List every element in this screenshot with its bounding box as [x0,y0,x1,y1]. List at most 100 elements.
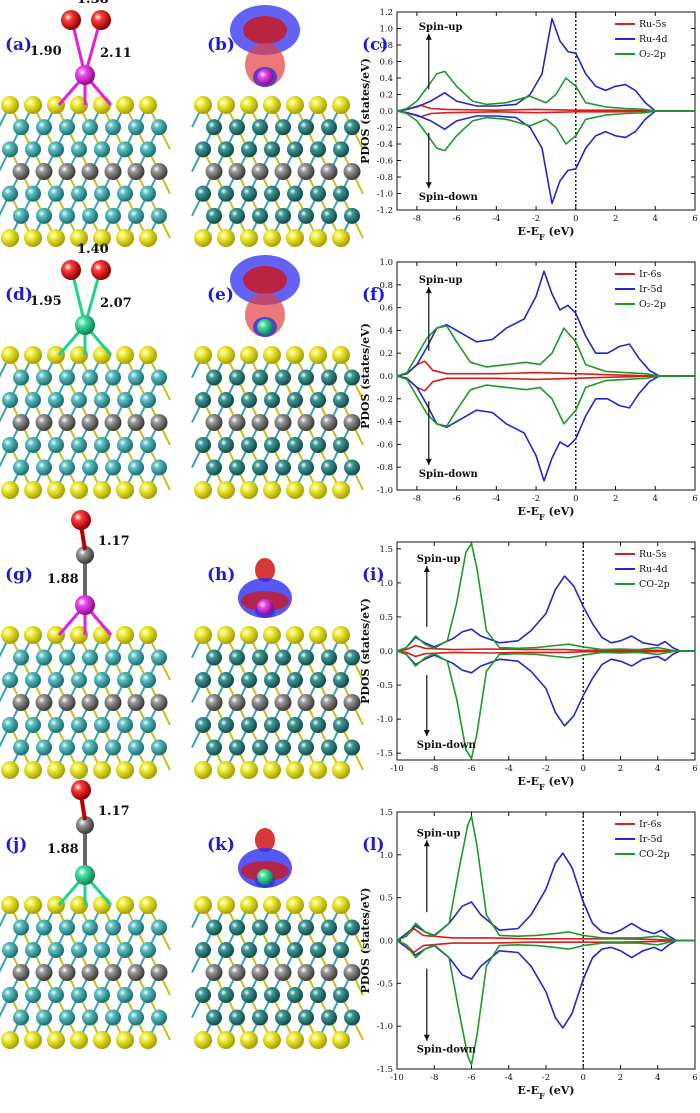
x-tick-label: -6 [452,494,460,504]
x-tick-label: -2 [532,214,540,224]
y-tick-label: -0.6 [377,440,393,450]
y-tick-label: 0.5 [379,894,393,904]
oxygen-atom [71,510,91,530]
x-tick-label: -8 [430,1073,438,1083]
accumulation-isosurface [255,828,275,852]
y-axis-title: PDOS (states/eV) [359,598,372,704]
oxygen-atom [61,260,81,280]
series-line-spin-up [396,927,695,942]
spin-down-arrowhead [423,730,430,737]
y-tick-label: -0.4 [377,140,393,150]
spin-down-arrowhead [425,182,432,189]
series-line-spin-down [396,650,695,760]
panel-label-f: (f) [362,285,385,305]
spin-up-arrowhead [425,287,432,294]
metal-atom [75,595,95,615]
legend-label: Ru-4d [639,564,668,575]
x-tick-label: -8 [413,214,421,224]
x-tick-label: 2 [618,764,623,774]
series-line-spin-up [396,644,695,652]
series-line-spin-up [396,852,695,942]
y-axis-title: PDOS (states/eV) [359,888,372,994]
metal-atom [75,315,95,335]
charge-density-3: (h) [191,558,364,779]
y-tick-label: 1.0 [379,579,393,589]
spin-down-label: Spin-down [417,740,477,751]
y-tick-label: -0.5 [377,979,393,989]
metal-atom [257,599,273,615]
spin-down-arrowhead [423,1034,430,1041]
x-tick-label: -4 [505,1073,513,1083]
y-tick-label: 0.0 [379,372,393,382]
legend-label: Ru-5s [639,549,667,560]
oxygen-atom [91,10,111,30]
y-tick-label: -0.2 [377,395,393,405]
panel-label-g: (g) [5,565,33,585]
y-tick-label: 1.5 [379,808,393,818]
spin-down-label: Spin-down [419,192,479,203]
y-tick-label: 0.0 [379,937,393,947]
y-tick-label: -0.6 [377,157,393,167]
panel-label-d: (d) [5,285,33,305]
y-tick-label: 0.4 [379,326,393,336]
y-tick-label: -0.2 [377,124,393,134]
accumulation-isosurface [243,16,287,44]
series-line-spin-up [396,17,695,112]
bond-length-label: 1.17 [98,534,130,549]
accumulation-isosurface [255,558,275,582]
x-tick-label: 2 [613,214,618,224]
y-tick-label: -0.8 [377,173,393,183]
legend-label: O₂-2p [639,49,666,60]
x-tick-label: -6 [467,1073,475,1083]
x-tick-label: -8 [430,764,438,774]
x-tick-label: 6 [692,764,697,774]
series-line-spin-up [396,815,695,942]
y-tick-label: -1.0 [377,190,393,200]
y-tick-label: -0.8 [377,463,393,473]
panel-label-b: (b) [207,35,235,55]
oxygen-atom [71,780,91,800]
x-tick-label: 0 [581,1073,586,1083]
y-tick-label: 1.5 [379,545,393,555]
panel-label-c: (c) [362,35,388,55]
panel-label-h: (h) [207,565,235,585]
series-line-spin-down [396,375,695,482]
x-axis-title: E-EF (eV) [517,225,574,242]
x-tick-label: 6 [692,494,697,504]
structure-4: 1.171.88(j) [0,780,171,1049]
bond-length-label: 1.40 [77,242,109,257]
charge-density-1: (b) [191,5,364,247]
oxygen-atom [91,260,111,280]
legend-label: CO-2p [639,849,670,860]
y-tick-label: 1.2 [379,8,393,18]
metal-atom [257,869,273,885]
x-tick-label: 6 [692,1073,697,1083]
x-tick-label: -6 [467,764,475,774]
y-tick-label: 1.0 [379,851,393,861]
x-tick-label: 0 [573,214,578,224]
x-tick-label: 2 [613,494,618,504]
bond-length-label: 2.11 [100,46,132,61]
y-axis-title: PDOS (states/eV) [359,323,372,429]
series-line-spin-down [396,110,695,152]
bond-length-label: 1.38 [77,0,109,7]
x-tick-label: -6 [452,214,460,224]
x-tick-label: -2 [542,764,550,774]
spin-up-arrowhead [425,33,432,40]
bond-length-label: 1.88 [47,572,79,587]
x-tick-label: -8 [413,494,421,504]
charge-density-4: (k) [191,828,364,1049]
series-line-spin-down [396,939,695,1066]
panel-label-i: (i) [362,565,385,585]
panel-label-j: (j) [5,835,27,855]
panel-label-e: (e) [207,285,234,305]
spin-up-label: Spin-up [417,554,461,565]
carbon-atom [76,546,94,564]
legend-label: Ir-5d [639,834,663,845]
y-tick-label: 0.8 [379,281,393,291]
y-tick-label: -0.4 [377,418,393,428]
